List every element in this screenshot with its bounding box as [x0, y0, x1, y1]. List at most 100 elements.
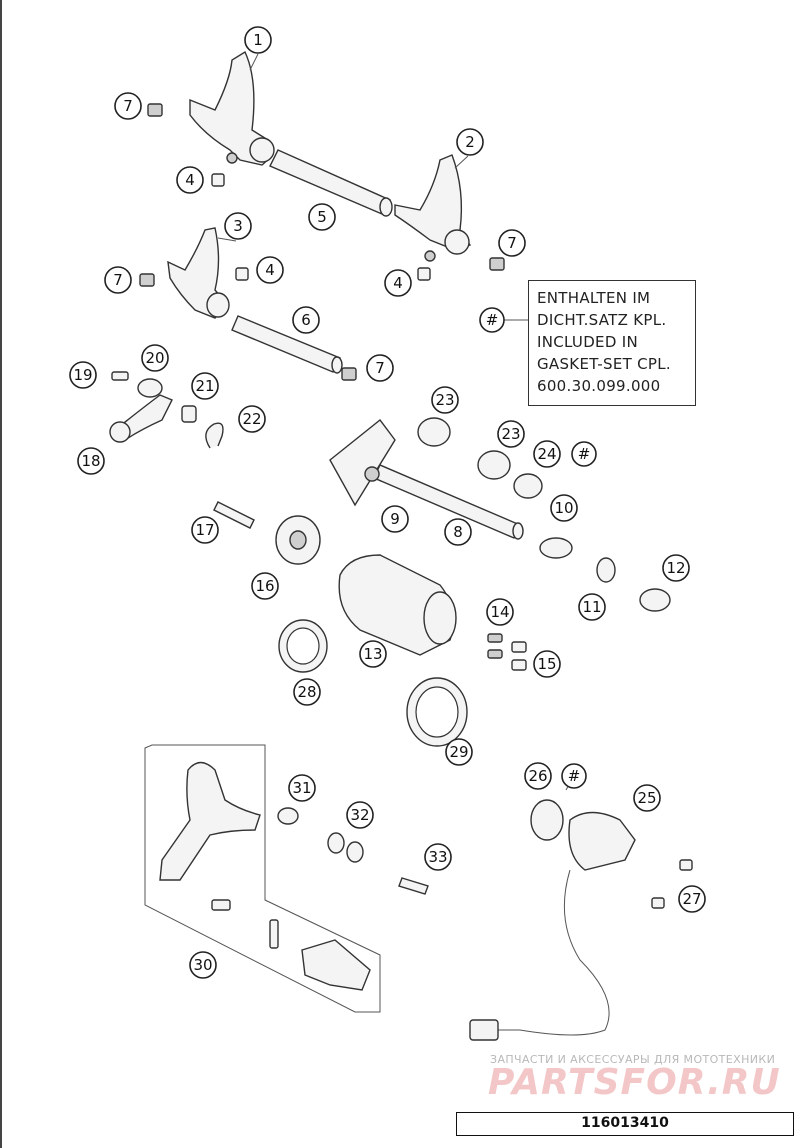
shift-segment-16 [275, 515, 321, 565]
svg-text:7: 7 [113, 271, 123, 289]
svg-text:16: 16 [255, 577, 274, 595]
svg-text:24: 24 [537, 445, 556, 463]
callout-17: 17 [191, 516, 219, 544]
bolt-17 [213, 501, 255, 529]
shift-lever-30-group [144, 744, 381, 1013]
gear-sensor-25 [469, 799, 693, 1041]
callout-29: 29 [445, 738, 473, 766]
spring-7-set [139, 103, 505, 381]
svg-text:5: 5 [317, 208, 327, 226]
callout-25: 25 [633, 784, 661, 812]
svg-text:29: 29 [449, 743, 468, 761]
needle-bearing-29 [406, 677, 468, 747]
shift-fork-2 [394, 154, 472, 262]
svg-text:4: 4 [393, 274, 403, 292]
svg-text:18: 18 [81, 452, 100, 470]
callout-9: 9 [381, 505, 409, 533]
watermark-subtitle: ЗАПЧАСТИ И АКСЕССУАРЫ ДЛЯ МОТОТЕХНИКИ [490, 1053, 776, 1066]
svg-text:19: 19 [73, 366, 92, 384]
callout-6: 6 [292, 306, 320, 334]
svg-text:2: 2 [465, 133, 475, 151]
pins-14-15 [487, 633, 527, 671]
shift-rail-5 [269, 149, 393, 217]
callout-2: 2 [456, 128, 484, 156]
callout-21: 21 [191, 372, 219, 400]
callout-16: 16 [251, 572, 279, 600]
callout-5: 5 [308, 203, 336, 231]
roller-and-spring [181, 405, 224, 449]
callout-15: 15 [533, 650, 561, 678]
svg-text:13: 13 [363, 645, 382, 663]
svg-text:7: 7 [123, 97, 133, 115]
svg-text:25: 25 [637, 789, 656, 807]
guide-pin-4-set [211, 173, 431, 281]
callout-4a: 4 [176, 166, 204, 194]
svg-text:17: 17 [195, 521, 214, 539]
callout-31: 31 [288, 774, 316, 802]
svg-text:33: 33 [428, 848, 447, 866]
svg-text:10: 10 [554, 499, 573, 517]
callout-32: 32 [346, 801, 374, 829]
svg-text:27: 27 [682, 890, 701, 908]
svg-text:15: 15 [537, 655, 556, 673]
svg-text:3: 3 [233, 217, 243, 235]
shift-shaft-8 [329, 419, 524, 540]
svg-text:1: 1 [253, 31, 263, 49]
note-line-4: GASKET-SET CPL. [537, 355, 671, 373]
svg-text:31: 31 [292, 779, 311, 797]
svg-text:23: 23 [435, 391, 454, 409]
callout-27: 27 [678, 885, 706, 913]
svg-text:#: # [568, 767, 581, 785]
svg-text:4: 4 [265, 261, 275, 279]
locking-lever-assembly [109, 371, 173, 443]
shift-rail-6 [231, 315, 343, 374]
note-line-5: 600.30.099.000 [537, 377, 661, 395]
note-line-2: DICHT.SATZ KPL. [537, 311, 667, 329]
callout-8: 8 [444, 518, 472, 546]
svg-text:#: # [578, 445, 591, 463]
callout-26: 26 [524, 762, 552, 790]
svg-text:6: 6 [301, 311, 311, 329]
svg-text:30: 30 [193, 956, 212, 974]
callout-1: 1 [244, 26, 272, 54]
callout-18: 18 [77, 447, 105, 475]
svg-text:9: 9 [390, 510, 400, 528]
note-line-3: INCLUDED IN [537, 333, 638, 351]
callout-7a: 7 [114, 92, 142, 120]
callout-33: 33 [424, 843, 452, 871]
callout-4c: 4 [384, 269, 412, 297]
callout-23a: 23 [431, 386, 459, 414]
svg-text:21: 21 [195, 377, 214, 395]
callout-10: 10 [550, 494, 578, 522]
callout-7c: 7 [498, 229, 526, 257]
left-frame-line [0, 0, 2, 1148]
svg-text:26: 26 [528, 767, 547, 785]
callout-28: 28 [293, 678, 321, 706]
svg-text:7: 7 [507, 234, 517, 252]
callout-20: 20 [141, 344, 169, 372]
svg-text:4: 4 [185, 171, 195, 189]
callout-hash-24: # [571, 441, 597, 467]
callout-13: 13 [359, 640, 387, 668]
svg-text:12: 12 [666, 559, 685, 577]
callout-hash-note: # [479, 307, 505, 333]
shift-fork-3 [167, 227, 230, 319]
callout-11: 11 [578, 593, 606, 621]
callout-3: 3 [224, 212, 252, 240]
washers-31-32-bolt-33 [277, 807, 429, 895]
gasket-set-note-box: ENTHALTEN IM DICHT.SATZ KPL. INCLUDED IN… [528, 280, 696, 406]
callout-30: 30 [189, 951, 217, 979]
callout-24: 24 [533, 440, 561, 468]
callout-14: 14 [486, 598, 514, 626]
callout-7b: 7 [104, 266, 132, 294]
svg-text:11: 11 [582, 598, 601, 616]
shift-fork-1 [189, 50, 275, 166]
note-line-1: ENTHALTEN IM [537, 289, 651, 307]
needle-bearing-28 [278, 619, 328, 673]
ring-10-11-12 [539, 537, 671, 612]
callout-12: 12 [662, 554, 690, 582]
shift-drum-13 [338, 554, 457, 656]
svg-text:7: 7 [375, 359, 385, 377]
callout-7d: 7 [366, 354, 394, 382]
